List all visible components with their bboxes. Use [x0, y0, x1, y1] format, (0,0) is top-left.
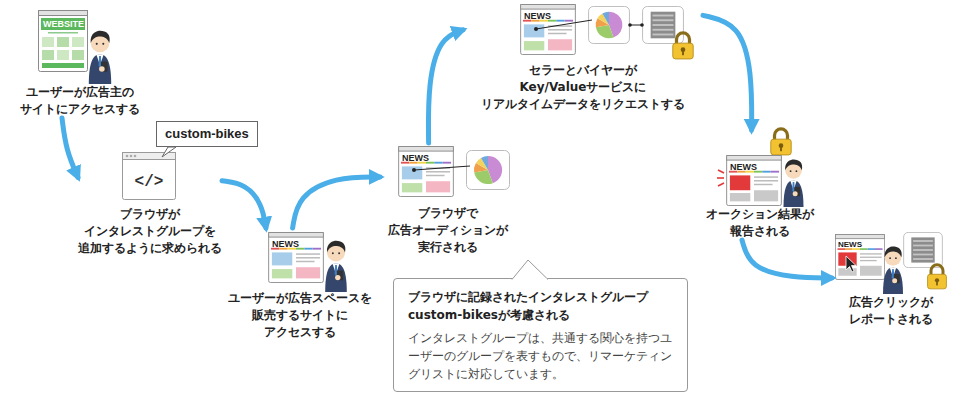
- leader-line: [414, 166, 470, 170]
- step-node: ブラウザが インタレストグループを 追加するように求められる: [78, 148, 222, 257]
- flow-arrow: [222, 181, 266, 228]
- user-figure: [89, 31, 111, 84]
- user-figure: [325, 241, 347, 292]
- lock-icon: [928, 265, 947, 289]
- step-node: オークション結果が 報告される: [700, 130, 820, 240]
- illustration-text: WEBSITE: [43, 19, 84, 29]
- user-figure: [883, 247, 903, 295]
- flow-arrow: [703, 15, 752, 130]
- server-icon: [904, 232, 943, 267]
- illustration-text: NEWS: [730, 162, 757, 172]
- step-node: ユーザーが広告スペースを 販売するサイトに アクセスする: [226, 228, 374, 341]
- pie-chart: [589, 6, 630, 43]
- bubble-tail: [162, 147, 176, 157]
- news-page: [521, 4, 576, 54]
- illustration-text: NEWS: [838, 240, 862, 249]
- step-caption: ブラウザで 広告オーディションが 実行される: [388, 205, 508, 256]
- step-node: セラーとバイヤーが Key/Valueサービスに リアルタイムデータをリクエスト…: [463, 2, 703, 113]
- callout-box: ブラウザに記録されたインタレストグループ custom-bikesが考慮されるイ…: [393, 278, 688, 392]
- step-caption: セラーとバイヤーが Key/Valueサービスに リアルタイムデータをリクエスト…: [481, 62, 685, 113]
- news-page: [835, 235, 884, 280]
- leader-dot: [640, 23, 644, 27]
- flow-arrow: [428, 30, 463, 143]
- step-caption: オークション結果が 報告される: [706, 206, 814, 240]
- illustration-text: </>: [122, 172, 176, 192]
- flow-arrow: [62, 118, 78, 177]
- user-figure: [784, 160, 804, 208]
- mouse-cursor: [846, 256, 856, 272]
- step-caption: ブラウザが インタレストグループを 追加するように求められる: [78, 206, 222, 257]
- group-name: custom-bikes: [165, 125, 249, 143]
- code-icon: [123, 153, 176, 200]
- callout-body: インタレストグループは、共通する関心を持つユーザーのグループを表すもので、リマー…: [408, 330, 673, 383]
- website-page: [39, 11, 88, 72]
- leader-dot: [628, 23, 632, 27]
- flow-arrow: [293, 177, 380, 228]
- news-page: [727, 155, 782, 205]
- leader-dot: [412, 168, 416, 172]
- leader-line: [536, 20, 592, 29]
- illustration-text: NEWS: [272, 239, 299, 249]
- lock-icon: [673, 33, 693, 59]
- pie-chart: [467, 151, 510, 190]
- highlight-burst: [717, 170, 724, 186]
- speech-bubble: custom-bikes: [156, 121, 258, 147]
- flow-arrow: [742, 240, 832, 278]
- step-caption: ユーザーが広告主の サイトにアクセスする: [20, 84, 140, 118]
- leader-dot: [534, 27, 538, 31]
- step-node: ブラウザで 広告オーディションが 実行される: [380, 143, 515, 256]
- news-page: [269, 232, 324, 282]
- lock-icon: [771, 129, 791, 155]
- callout-heading: ブラウザに記録されたインタレストグループ custom-bikesが考慮される: [408, 288, 673, 324]
- illustration-text: NEWS: [524, 11, 551, 21]
- step-caption: ユーザーが広告スペースを 販売するサイトに アクセスする: [228, 290, 372, 341]
- news-page: [399, 146, 454, 196]
- step-caption: 広告クリックが レポートされる: [849, 294, 933, 328]
- illustration-text: NEWS: [402, 153, 429, 163]
